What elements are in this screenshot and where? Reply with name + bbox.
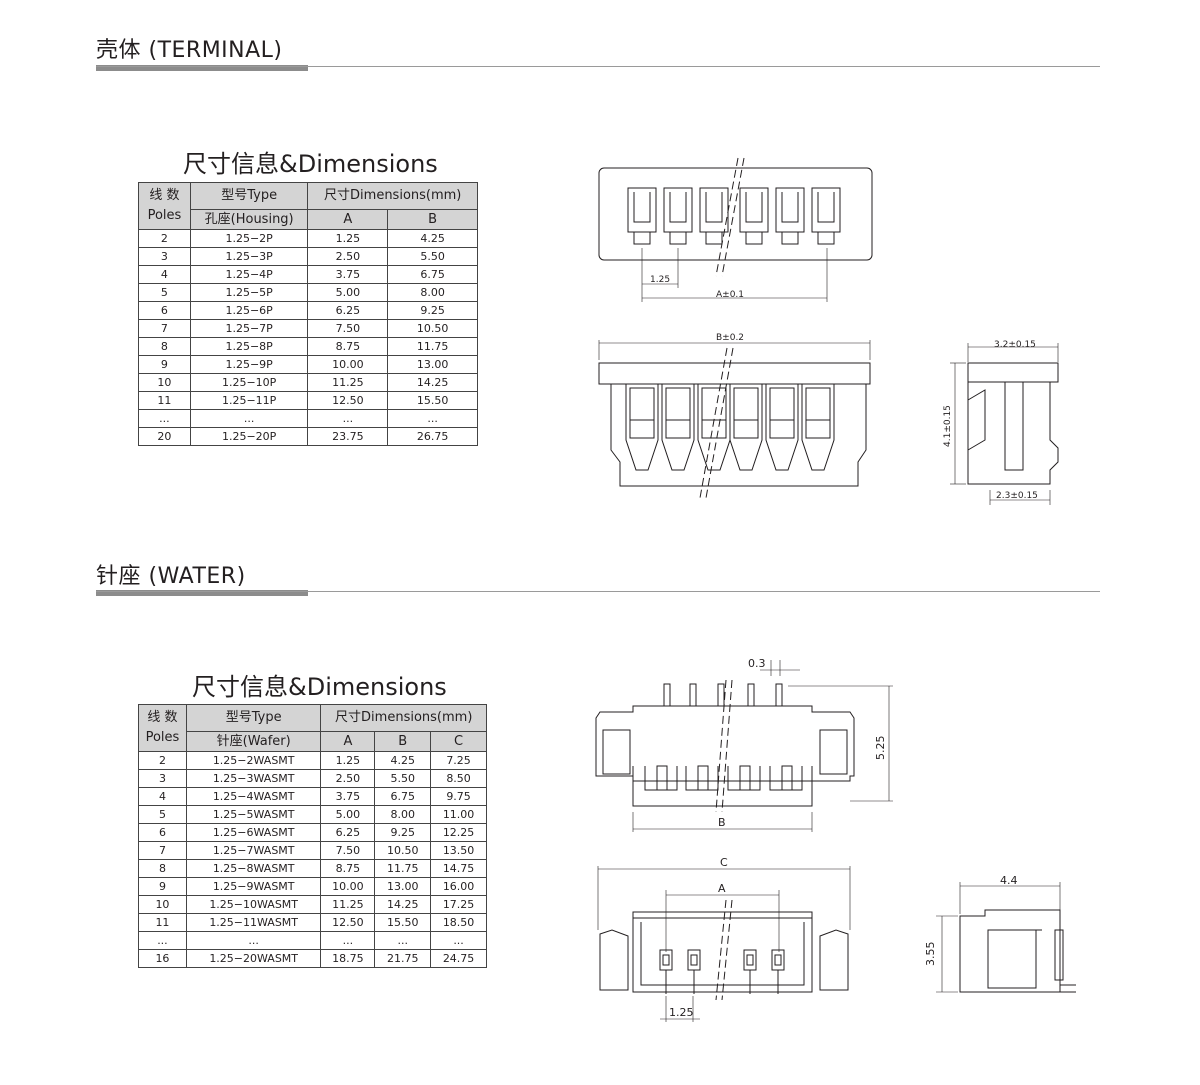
dim-b-cell: 26.75 bbox=[387, 427, 478, 446]
dim-c-cell: 8.50 bbox=[430, 769, 487, 788]
table-subheader-row: 针座(Wafer) A B C bbox=[139, 731, 487, 752]
table-row: ............ bbox=[138, 409, 478, 428]
wafer-side-height-dim-label: 3.55 bbox=[924, 942, 937, 967]
wafer-pitch-label: 1.25 bbox=[669, 1006, 694, 1019]
terminal-title-rule bbox=[96, 66, 1100, 67]
poles-cell: 20 bbox=[138, 427, 191, 446]
wafer-top-view bbox=[597, 866, 851, 1022]
dim-c-cell: 17.25 bbox=[430, 895, 487, 914]
col-a-header: A bbox=[307, 209, 389, 230]
terminal-title-bar bbox=[96, 65, 308, 71]
wafer-dimensions-heading: 尺寸信息&Dimensions bbox=[192, 673, 447, 701]
type-cell: 1.25−5P bbox=[189, 283, 309, 302]
poles-cn-label: 线 数 bbox=[149, 188, 180, 203]
terminal-pitch-label: 1.25 bbox=[650, 275, 670, 285]
dim-b-cell: 6.75 bbox=[387, 265, 478, 284]
wafer-dimensions-table: 线 数 Poles 型号Type 尺寸Dimensions(mm) 针座(Waf… bbox=[138, 704, 487, 968]
wafer-c-dim-label: C bbox=[720, 856, 728, 869]
dim-b-cell: 15.50 bbox=[387, 391, 478, 410]
wafer-title-rule bbox=[96, 591, 1100, 592]
wafer-side-view bbox=[936, 882, 1076, 993]
wafer-depth-dim-label: 4.4 bbox=[1000, 874, 1018, 887]
terminal-height-dim-label: 4.1±0.15 bbox=[943, 405, 953, 447]
wafer-a-dim-label: A bbox=[718, 882, 726, 895]
table-row: ............... bbox=[138, 931, 487, 950]
dim-b-cell: 13.00 bbox=[374, 877, 432, 896]
table-header-row: 线 数 Poles 型号Type 尺寸Dimensions(mm) bbox=[138, 182, 478, 230]
dim-a-cell: 3.75 bbox=[307, 265, 389, 284]
dim-a-cell: 11.25 bbox=[307, 373, 389, 392]
dim-b-cell: 5.50 bbox=[374, 769, 432, 788]
dim-a-cell: 11.25 bbox=[320, 895, 376, 914]
dim-b-cell: 15.50 bbox=[374, 913, 432, 932]
terminal-base-dim-label: 2.3±0.15 bbox=[996, 491, 1038, 501]
poles-en-label: Poles bbox=[147, 208, 182, 223]
type-cell: 1.25−6P bbox=[189, 301, 309, 320]
poles-en-label: Poles bbox=[145, 730, 180, 745]
dim-c-cell: 7.25 bbox=[430, 751, 487, 770]
type-cell: 1.25−9P bbox=[189, 355, 309, 374]
dim-a-cell: 1.25 bbox=[320, 751, 376, 770]
wafer-section-title: 针座 (WATER) bbox=[96, 564, 246, 589]
dim-c-cell: 16.00 bbox=[430, 877, 487, 896]
dim-b-cell: 10.50 bbox=[374, 841, 432, 860]
terminal-top-view bbox=[598, 157, 873, 302]
terminal-b-dim-label: B±0.2 bbox=[716, 333, 744, 343]
wafer-title-bar bbox=[96, 590, 308, 596]
type-cell: 1.25−20P bbox=[189, 427, 309, 446]
type-cell: 1.25−20WASMT bbox=[185, 949, 322, 968]
terminal-side-view bbox=[950, 343, 1059, 505]
wafer-pin-dim-label: 0.3 bbox=[748, 657, 766, 670]
poles-cell: 16 bbox=[138, 949, 187, 968]
terminal-dimensions-heading: 尺寸信息&Dimensions bbox=[183, 150, 438, 178]
poles-cell: 3 bbox=[138, 769, 187, 788]
type-header: 型号Type bbox=[189, 182, 309, 210]
dim-a-cell: 6.25 bbox=[320, 823, 376, 842]
terminal-dimensions-table: 线 数 Poles 型号Type 尺寸Dimensions(mm) 孔座(Hou… bbox=[138, 182, 478, 446]
col-c-header: C bbox=[430, 731, 487, 752]
dim-a-cell: 18.75 bbox=[320, 949, 376, 968]
poles-header: 线 数 Poles bbox=[138, 182, 191, 230]
dim-b-cell: 8.00 bbox=[374, 805, 432, 824]
poles-cn-label: 线 数 bbox=[147, 710, 178, 725]
type-cell: 1.25−4WASMT bbox=[185, 787, 322, 806]
dim-c-cell: 11.00 bbox=[430, 805, 487, 824]
type-cell: 1.25−5WASMT bbox=[185, 805, 322, 824]
wafer-b-dim-label: B bbox=[718, 816, 726, 829]
col-b-header: B bbox=[374, 731, 432, 752]
wafer-front-view bbox=[595, 660, 893, 832]
terminal-a-dim-label: A±0.1 bbox=[716, 290, 744, 300]
terminal-width-dim-label: 3.2±0.15 bbox=[994, 340, 1036, 350]
type-cell: 1.25−2WASMT bbox=[185, 751, 322, 770]
wafer-height-dim-label: 5.25 bbox=[874, 736, 887, 761]
type-cell: 1.25−2P bbox=[189, 229, 309, 248]
terminal-section-title: 壳体 (TERMINAL) bbox=[96, 38, 283, 63]
terminal-front-view bbox=[598, 340, 871, 499]
dim-b-cell: 10.50 bbox=[387, 319, 478, 338]
dim-b-cell: 21.75 bbox=[374, 949, 432, 968]
dim-c-cell: 18.50 bbox=[430, 913, 487, 932]
dim-c-cell: 24.75 bbox=[430, 949, 487, 968]
poles-header: 线 数 Poles bbox=[138, 704, 187, 752]
poles-cell: 11 bbox=[138, 913, 187, 932]
dim-a-cell: 5.00 bbox=[320, 805, 376, 824]
dim-a-cell: 23.75 bbox=[307, 427, 389, 446]
